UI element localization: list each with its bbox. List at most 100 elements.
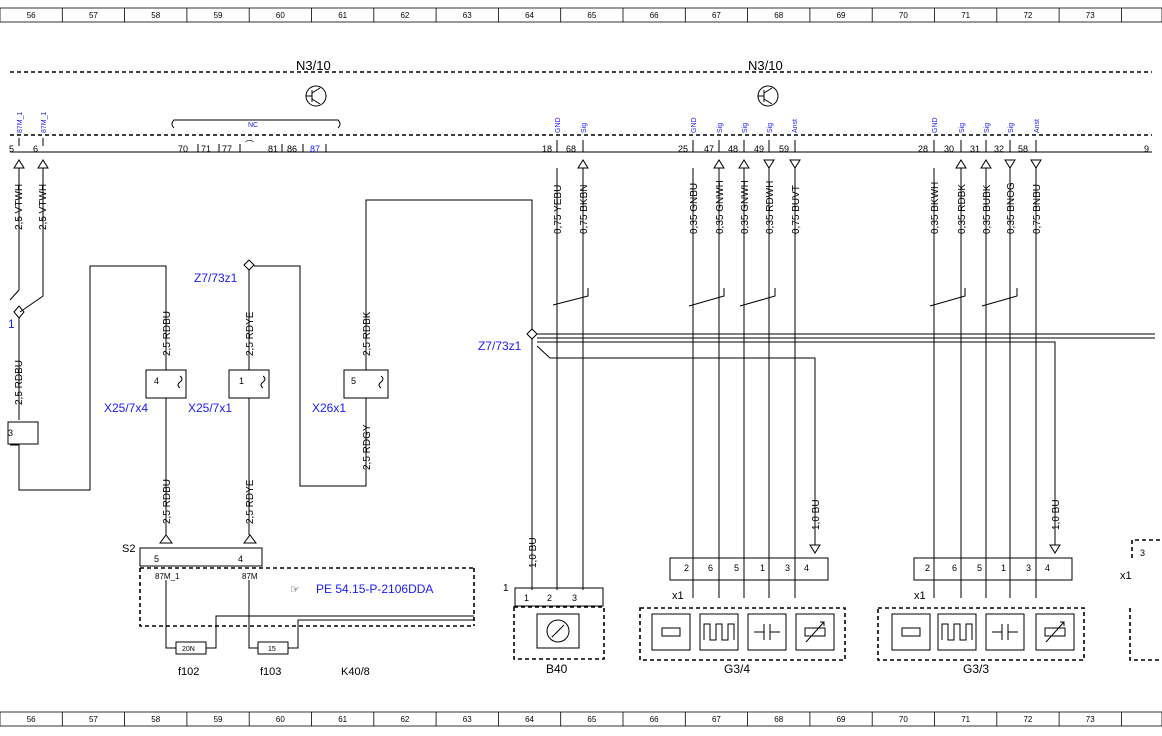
variable-resistor-icon — [805, 621, 825, 643]
pin-number: 30 — [944, 144, 954, 154]
wire-label: 1,0 BU — [1051, 499, 1062, 530]
pin-number: 47 — [704, 144, 714, 154]
grid-column-label: 62 — [400, 11, 409, 20]
pin-label: Sig — [1008, 123, 1015, 133]
connector-x25-7x1: 1 — [228, 369, 270, 399]
connector-pin: 5 — [734, 563, 739, 573]
connector-pin: 5 — [977, 563, 982, 573]
g34-connector — [669, 557, 829, 581]
wire-label: 2,5 RDYE — [245, 311, 256, 356]
pin-number: 59 — [779, 144, 789, 154]
connector-pin: 3 — [785, 563, 790, 573]
grid-column-label: 60 — [276, 11, 285, 20]
signal-arrow-icons — [13, 159, 1042, 169]
component-label: G3/3 — [963, 662, 989, 676]
connector-pin: 3 — [1026, 563, 1031, 573]
switch-symbol-icon: ⌒ — [245, 140, 254, 150]
connector-pin: 1 — [524, 593, 529, 603]
grid-column-label: 68 — [774, 715, 783, 724]
g33-connector — [913, 557, 1073, 581]
pin-label: GND — [932, 117, 939, 133]
fuse-label: f102 — [178, 666, 199, 678]
pin-label: GND — [555, 117, 562, 133]
resistor-icon — [661, 627, 681, 637]
wire-label: 0,35 BUBK — [982, 184, 993, 234]
variable-resistor-icon — [1045, 621, 1065, 643]
connector-ref: x1 — [1120, 570, 1132, 582]
grid-column-label: 63 — [463, 11, 472, 20]
fuse-value: 20N — [182, 646, 195, 653]
pin-number: 86 — [287, 144, 297, 154]
resistor-icon — [901, 627, 921, 637]
svg-text:5: 5 — [351, 376, 356, 386]
sensor-box — [536, 613, 580, 649]
connector-pin: 4 — [1045, 563, 1050, 573]
connector-ref: x1 — [672, 590, 684, 602]
connector-ref: X25/7x4 — [104, 401, 148, 415]
wire-label: 2,5 RDGY — [362, 424, 373, 470]
wire-label: 2,5 RDBK — [362, 311, 373, 356]
pin-number: 77 — [222, 144, 232, 154]
signal-arrow-icons — [809, 544, 1061, 554]
transistor-icon — [305, 85, 327, 107]
wire-label: 2,5 RDBU — [162, 479, 173, 524]
connector-pin: 5 — [154, 554, 159, 564]
pin-label: Anst — [792, 119, 799, 133]
grid-column-label: 59 — [214, 11, 223, 20]
pin-label: Sig — [767, 123, 774, 133]
grid-column-label: 62 — [400, 715, 409, 724]
grid-column-label: 60 — [276, 715, 285, 724]
pin-number: 58 — [1018, 144, 1028, 154]
wire-label: 0,35 RDWH — [765, 181, 776, 234]
component-label: G3/4 — [724, 662, 750, 676]
wire-label: 0,75 BUVT — [791, 185, 802, 234]
wire-label: 0,35 GNWH — [740, 180, 751, 234]
connector-pin: 3 — [8, 428, 13, 438]
svg-text:1: 1 — [239, 376, 244, 386]
grid-column-label: 64 — [525, 11, 534, 20]
pin-label: Sig — [717, 123, 724, 133]
pin-number: 70 — [178, 144, 188, 154]
wires-k40 — [165, 580, 474, 649]
wire-label: 0,35 GNBU — [689, 183, 700, 234]
pin-number: 5 — [9, 144, 14, 154]
grid-column-label: 57 — [89, 715, 98, 724]
connector-ref: X26x1 — [312, 401, 346, 415]
connector-pin: 3 — [1140, 548, 1145, 558]
connector-pin: 1 — [760, 563, 765, 573]
connector-block — [7, 421, 39, 445]
grid-column-label: 71 — [961, 715, 970, 724]
fuse-label: f103 — [260, 666, 281, 678]
connector-ref: x1 — [914, 590, 926, 602]
wires-left — [9, 168, 167, 491]
grid-column-label: 57 — [89, 11, 98, 20]
pulse-wave-icon — [941, 623, 973, 641]
splice-ref: Z7/73z1 — [478, 339, 522, 353]
grid-column-label: 58 — [151, 11, 160, 20]
wire-label: 0,35 RDBK — [957, 184, 968, 234]
right-edge-component — [1129, 539, 1162, 661]
pin-number: 18 — [542, 144, 552, 154]
fuse-value: 15 — [268, 646, 276, 653]
pe-reference-link[interactable]: PE 54.15-P-2106DDA — [316, 582, 433, 596]
pin-label: Anst — [1034, 119, 1041, 133]
connector-x25-7x4: 4 — [145, 369, 187, 399]
wire-label: 0,75 BNBU — [1032, 184, 1043, 234]
k40-boundary — [139, 567, 475, 627]
s2-pin-label: 87M_1 — [155, 572, 180, 581]
pin-label: GND — [691, 117, 698, 133]
connector-ref: X25/7x1 — [188, 401, 232, 415]
s2-label: S2 — [122, 543, 135, 555]
s2-pin-label: 87M — [242, 572, 258, 581]
pin-label: Sig — [959, 123, 966, 133]
wire-label: 0,75 BKBN — [579, 185, 590, 234]
connector-pin: 1 — [1001, 563, 1006, 573]
wire-label: 1,0 BU — [811, 499, 822, 530]
fuse-f102 — [175, 641, 207, 655]
grid-column-label: 67 — [712, 11, 721, 20]
grid-column-label: 65 — [587, 715, 596, 724]
capacitor-icon — [754, 624, 780, 640]
wire-label: 2,5 RDYE — [245, 479, 256, 524]
